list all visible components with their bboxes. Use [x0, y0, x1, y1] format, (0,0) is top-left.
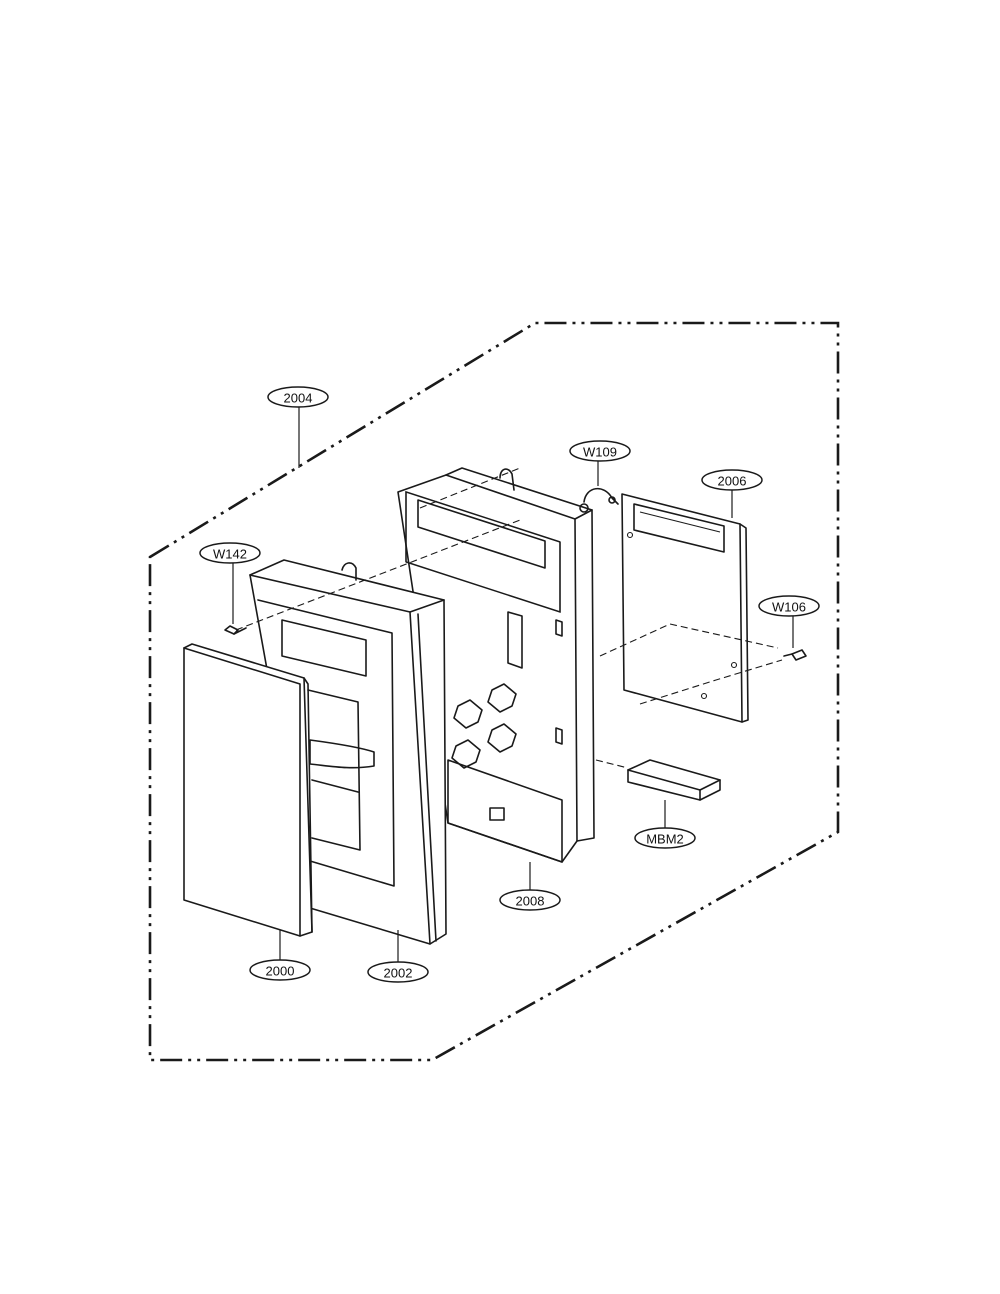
control-panel-frame: [249, 559, 447, 945]
svg-text:2002: 2002: [384, 966, 413, 981]
assembly-boundary: [148, 321, 840, 1062]
callout-w142: W142: [199, 542, 261, 564]
lead-wire: [579, 487, 619, 513]
callout-2008: 2008: [499, 889, 561, 911]
svg-text:W106: W106: [772, 600, 806, 615]
svg-text:2006: 2006: [718, 474, 747, 489]
screw-w142: [224, 625, 247, 635]
callout-2002: 2002: [367, 961, 429, 983]
callout-2006: 2006: [701, 469, 763, 491]
svg-text:W142: W142: [213, 547, 247, 562]
svg-text:2004: 2004: [284, 391, 313, 406]
pcb-assembly: [621, 493, 749, 723]
callout-w109: W109: [569, 440, 631, 462]
assembly-guide-lines: [235, 467, 783, 769]
callout-w106: W106: [758, 595, 820, 617]
control-panel-cover: [183, 643, 313, 937]
callout-leaders: [232, 407, 794, 962]
screw-w106: [783, 649, 807, 661]
callout-mbm2: MBM2: [634, 827, 696, 849]
callout-2000: 2000: [249, 959, 311, 981]
svg-text:MBM2: MBM2: [646, 832, 684, 847]
foam-pad: [627, 759, 721, 801]
callout-2004: 2004: [267, 386, 329, 408]
svg-text:2000: 2000: [266, 964, 295, 979]
svg-text:2008: 2008: [516, 894, 545, 909]
svg-text:W109: W109: [583, 445, 617, 460]
